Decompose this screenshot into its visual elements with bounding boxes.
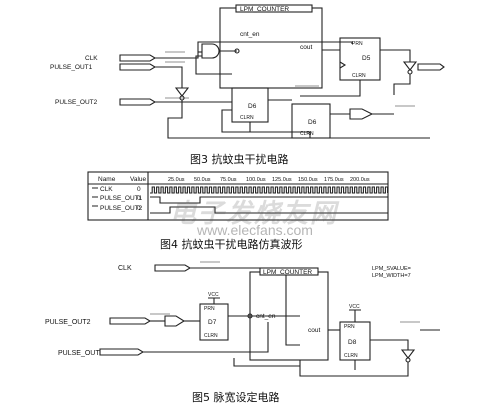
fig4-time-label: 75.0us: [220, 177, 237, 183]
fig4-signal-pulse1: PULSE_OUT1: [100, 195, 143, 202]
fig4-time-labels: 25.0us 50.0us 75.0us 100.0us 125.0us 150.0us 1…: [168, 177, 370, 183]
fig3-caption: 图3 抗蚊虫干扰电路: [190, 153, 289, 166]
fig3-d5-label: D5: [362, 55, 371, 62]
fig5-param-width: LPM_WIDTH=7: [372, 273, 411, 279]
fig4-frame: [87, 171, 389, 221]
fig3-label-pulse2: PULSE_OUT2: [55, 99, 98, 106]
fig3-counter-title: LPM_COUNTER: [240, 6, 289, 13]
fig4-wave-pulse1: [150, 196, 388, 204]
fig5-counter-title: LPM_COUNTER: [263, 269, 312, 276]
fig5-clk-pin: [154, 264, 192, 272]
fig4-value-pulse2: 0: [137, 205, 141, 212]
fig3-inverter-left: [174, 87, 190, 97]
fig5-inverter-right: [400, 349, 416, 359]
fig4-signal-pulse2: PULSE_OUT2: [100, 205, 143, 212]
fig5-inverter: [164, 315, 186, 327]
fig4-value-pulse1: 0: [137, 195, 141, 202]
fig3-d6a-clrn: CLRN: [240, 115, 254, 121]
fig5-vcc-d8: VCC: [349, 304, 360, 310]
fig4-time-label: 25.0us: [168, 177, 185, 183]
fig3-label-pulse1: PULSE_OUT1: [50, 64, 93, 71]
fig4-signal-clk: CLK: [100, 186, 113, 193]
fig4-time-label: 175.0us: [324, 177, 344, 183]
fig4-wave-pulse2: [150, 206, 388, 214]
fig5-d7-label: D7: [208, 319, 217, 326]
fig4-time-label: 125.0us: [272, 177, 292, 183]
watermark-logo: 电子发烧友网: [170, 199, 339, 229]
fig5-counter-cnten: cnt_en: [256, 313, 276, 320]
fig4-time-label: 150.0us: [298, 177, 318, 183]
fig3-d6a-label: D6: [248, 103, 257, 110]
fig5-d8-clrn: CLRN: [344, 353, 358, 359]
fig4-time-label: 100.0us: [246, 177, 266, 183]
fig3-d6b-label: D6: [308, 119, 317, 126]
fig4-wave-clk: [150, 186, 389, 194]
fig5-d7-prn: PRN: [204, 306, 215, 312]
fig3-wire-pulse1: [155, 66, 183, 88]
fig4-header-name: Name: [98, 176, 116, 183]
fig3-pulse2-pin: [119, 98, 157, 106]
fig3-dff-d6b: [291, 103, 331, 139]
fig4-waveform: [87, 171, 389, 221]
fig3-output-pin: [417, 63, 445, 71]
watermark-url: www.elecfans.com: [197, 222, 313, 238]
fig4-header-value: Value: [130, 176, 147, 183]
fig5-pulse2-pin: [109, 317, 152, 325]
fig3-counter-cnten: cnt_en: [240, 31, 260, 38]
fig3-clk-pin: [119, 54, 157, 62]
fig3-label-clk: CLK: [85, 55, 98, 62]
fig3-inverter-right: [402, 61, 418, 71]
fig3-d6b-clrn: CLRN: [300, 131, 314, 137]
fig5-param-svalue: LPM_SVALUE=: [372, 266, 411, 272]
fig4-time-label: 200.0us: [350, 177, 370, 183]
fig3-circuit: [119, 4, 445, 139]
fig5-vcc-d7: VCC: [208, 292, 219, 298]
fig4-caption: 图4 抗蚊虫干扰电路仿真波形: [160, 238, 303, 251]
fig3-d5-clrn: CLRN: [352, 73, 366, 79]
fig3-pulse1-pin: [119, 63, 157, 71]
fig5-circuit: [99, 261, 440, 377]
fig5-caption: 图5 脉宽设定电路: [192, 391, 280, 404]
fig3-counter-cout: cout: [300, 44, 312, 51]
fig5-label-pulse2: PULSE_OUT2: [45, 319, 91, 326]
fig3-inverter-mid: [349, 108, 374, 120]
fig3-and-gate: [201, 43, 220, 59]
fig5-label-pulse: PULSE_OUT: [58, 350, 100, 357]
fig5-d7-clrn: CLRN: [204, 333, 218, 339]
fig3-wire-clk: [155, 41, 353, 59]
fig5-d8-label: D8: [348, 339, 357, 346]
fig4-time-label: 50.0us: [194, 177, 211, 183]
fig3-d5-prn: PRN: [352, 41, 363, 47]
fig5-counter-cout: cout: [308, 327, 320, 334]
fig4-value-clk: 0: [137, 186, 141, 193]
fig5-label-clk: CLK: [118, 265, 132, 272]
fig5-d8-prn: PRN: [344, 324, 355, 330]
fig5-pulse-pin: [99, 348, 145, 356]
